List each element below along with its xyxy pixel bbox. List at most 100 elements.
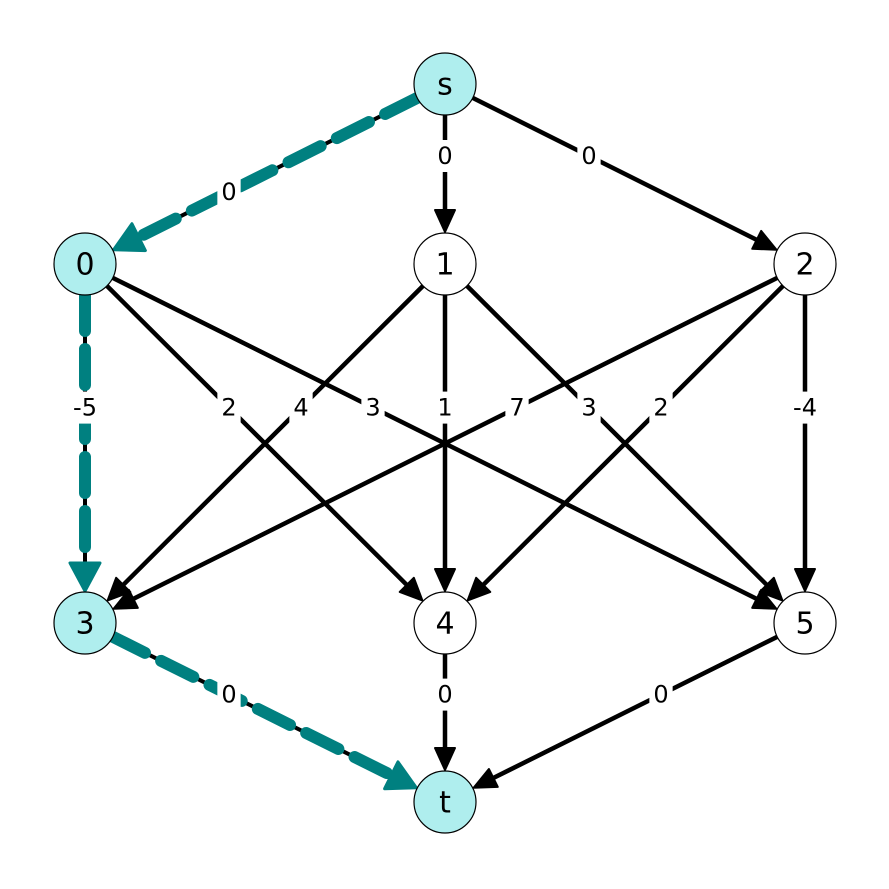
edge-weight-2-5: -4 <box>789 391 821 424</box>
edge-weight-label: 4 <box>293 394 308 422</box>
edge-1-4 <box>434 295 456 592</box>
edge-line <box>111 275 760 602</box>
edge-s-2 <box>471 95 778 251</box>
edge-label-background <box>789 391 821 424</box>
edge-1-5 <box>465 284 784 602</box>
edge-weight-label: 0 <box>221 681 236 709</box>
edge-weight-s-0: 0 <box>217 176 241 208</box>
edge-label-background <box>217 678 241 711</box>
node-5: 5 <box>773 591 837 655</box>
node-label: t <box>439 786 451 821</box>
edge-weight-label: 0 <box>221 178 236 206</box>
edge-label-background <box>649 678 673 711</box>
node-label: 5 <box>795 607 814 642</box>
edge-line <box>465 284 770 588</box>
edge-layer <box>68 91 816 791</box>
node-2: 2 <box>773 232 837 296</box>
edge-weight-1-3: 4 <box>289 391 313 424</box>
node-3: 3 <box>53 591 117 655</box>
edge-label-background <box>289 391 313 424</box>
edge-0-3 <box>68 289 102 593</box>
edge-label-background <box>361 391 385 424</box>
edge-weight-s-1: 0 <box>433 140 457 172</box>
arrowhead <box>112 588 139 610</box>
edge-label-background <box>649 391 673 424</box>
arrowhead <box>751 588 778 610</box>
edge-weight-0-4: 2 <box>217 391 241 424</box>
edge-1-3 <box>106 284 425 602</box>
edge-weight-label: 3 <box>581 394 596 422</box>
edge-3-t <box>106 630 418 791</box>
edge-weight-label: 2 <box>653 394 668 422</box>
arrowhead <box>466 576 492 602</box>
node-t: t <box>413 770 477 834</box>
edge-s-1 <box>434 115 456 233</box>
arrowhead <box>434 209 456 233</box>
node-4: 4 <box>413 591 477 655</box>
node-1: 1 <box>413 232 477 296</box>
arrowhead <box>106 576 132 602</box>
node-circle <box>413 232 477 296</box>
edge-label-background <box>69 391 101 424</box>
edge-line <box>490 634 779 781</box>
edge-label-background <box>577 140 601 172</box>
node-label: 4 <box>435 607 454 642</box>
edge-4-t <box>434 654 456 771</box>
edge-2-3 <box>112 275 779 610</box>
arrowhead <box>112 222 147 253</box>
edge-weight-2-4: 2 <box>649 391 673 424</box>
node-0: 0 <box>53 232 117 296</box>
edge-5-t <box>472 634 779 789</box>
edge-weight-0-3: -5 <box>69 391 101 424</box>
edge-weight-1-5: 3 <box>577 391 601 424</box>
edge-weight-3-t: 0 <box>217 678 241 711</box>
edge-line <box>120 284 425 588</box>
edge-line <box>480 284 785 588</box>
edge-2-5 <box>794 295 816 592</box>
edge-weight-5-t: 0 <box>649 678 673 711</box>
edge-weight-0-5: 3 <box>361 391 385 424</box>
arrowhead <box>434 747 456 771</box>
edge-2-4 <box>466 284 785 602</box>
node-label: 0 <box>75 248 94 283</box>
node-layer: s 0 1 2 3 4 5 t <box>53 52 837 834</box>
edge-s-0 <box>112 91 424 253</box>
edge-line <box>130 275 779 602</box>
edge-weight-label: 7 <box>509 394 524 422</box>
edge-label-background <box>577 391 601 424</box>
node-circle <box>773 591 837 655</box>
edge-weight-s-2: 0 <box>577 140 601 172</box>
edge-label-background <box>217 391 241 424</box>
node-circle <box>53 591 117 655</box>
arrowhead <box>383 760 418 791</box>
arrowhead <box>758 576 784 602</box>
node-circle <box>773 232 837 296</box>
edge-label-layer: 0 0 0 -5 2 3 4 1 3 7 2 -4 0 0 0 <box>69 140 821 711</box>
edge-label-background <box>505 391 529 424</box>
edge-weight-label: 0 <box>437 142 452 170</box>
edge-weight-label: 0 <box>581 142 596 170</box>
arrowhead <box>434 568 456 592</box>
node-circle <box>413 770 477 834</box>
edge-weight-label: 0 <box>653 681 668 709</box>
edge-label-background <box>433 678 457 711</box>
node-circle <box>413 591 477 655</box>
node-circle <box>413 52 477 116</box>
node-circle <box>53 232 117 296</box>
edge-0-4 <box>105 284 424 602</box>
edge-weight-label: 1 <box>437 394 452 422</box>
edge-weight-label: -5 <box>73 394 97 422</box>
edge-weight-label: -4 <box>793 394 817 422</box>
arrowhead <box>751 229 778 251</box>
edge-weight-label: 3 <box>365 394 380 422</box>
node-label: s <box>437 68 453 103</box>
node-label: 2 <box>795 248 814 283</box>
edge-weight-1-4: 1 <box>433 391 457 424</box>
edge-weight-4-t: 0 <box>433 678 457 711</box>
edge-label-background <box>433 140 457 172</box>
arrowhead <box>472 768 499 789</box>
arrowhead <box>68 561 102 593</box>
path-highlight <box>106 630 398 782</box>
node-s: s <box>413 52 477 116</box>
